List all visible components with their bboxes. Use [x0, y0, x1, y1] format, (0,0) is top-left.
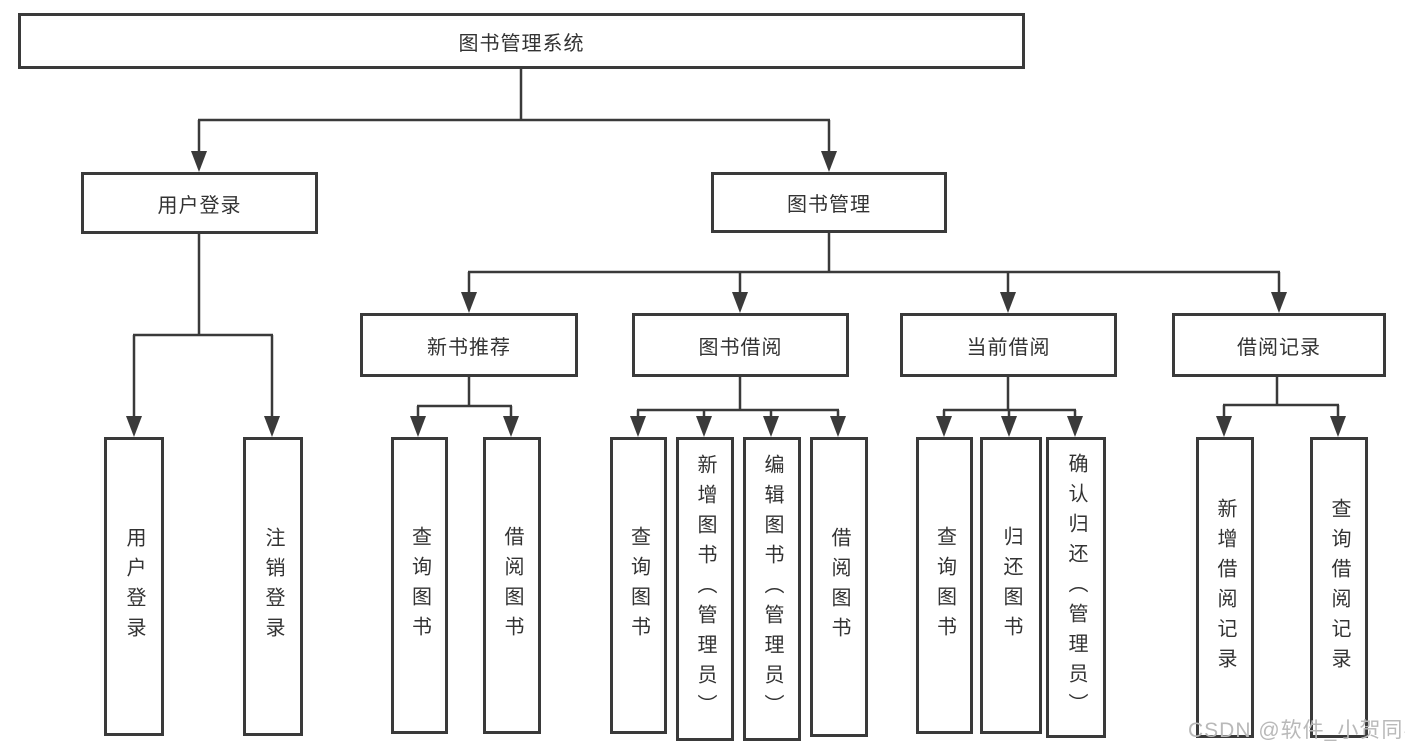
node-new-book-recommendation: 新书推荐 — [360, 313, 578, 377]
leaf-user-login: 用户登录 — [104, 437, 164, 736]
leaf-confirm-return-admin-label: 确认归还（管理员） — [1065, 452, 1087, 723]
leaf-query-books-borrow-label: 查询图书 — [627, 525, 650, 646]
leaf-return-books: 归还图书 — [980, 437, 1042, 734]
leaf-add-books-admin: 新增图书（管理员） — [676, 437, 734, 741]
leaf-query-books-recommend-label: 查询图书 — [408, 525, 431, 646]
node-current-borrowing: 当前借阅 — [900, 313, 1117, 377]
leaf-query-borrow-record-label: 查询借阅记录 — [1328, 497, 1350, 678]
leaf-query-books-recommend: 查询图书 — [391, 437, 448, 734]
csdn-watermark: CSDN @软件_小贺同学 — [1188, 719, 1405, 742]
leaf-add-borrow-record-label: 新增借阅记录 — [1214, 497, 1236, 678]
leaf-return-books-label: 归还图书 — [1000, 525, 1022, 646]
leaf-query-books-current: 查询图书 — [916, 437, 973, 734]
leaf-edit-books-admin: 编辑图书（管理员） — [743, 437, 801, 741]
leaf-borrow-books: 借阅图书 — [810, 437, 868, 737]
leaf-borrow-books-recommend: 借阅图书 — [483, 437, 541, 734]
leaf-logout: 注销登录 — [243, 437, 303, 736]
leaf-add-books-admin-label: 新增图书（管理员） — [694, 454, 716, 724]
arrowheads — [126, 151, 1346, 437]
leaf-user-login-label: 用户登录 — [123, 526, 145, 647]
leaf-query-books-borrow: 查询图书 — [610, 437, 667, 734]
leaf-borrow-books-recommend-label: 借阅图书 — [501, 525, 523, 646]
leaf-query-books-current-label: 查询图书 — [933, 525, 956, 646]
leaf-query-borrow-record: 查询借阅记录 — [1310, 437, 1368, 738]
node-library-management-system: 图书管理系统 — [18, 13, 1025, 69]
node-borrowing-records: 借阅记录 — [1172, 313, 1386, 377]
node-user-login: 用户登录 — [81, 172, 318, 234]
node-book-borrowing: 图书借阅 — [632, 313, 849, 377]
leaf-edit-books-admin-label: 编辑图书（管理员） — [761, 454, 783, 724]
leaf-borrow-books-label: 借阅图书 — [828, 527, 850, 647]
node-book-management: 图书管理 — [711, 172, 947, 233]
leaf-add-borrow-record: 新增借阅记录 — [1196, 437, 1254, 738]
leaf-confirm-return-admin: 确认归还（管理员） — [1046, 437, 1106, 738]
leaf-logout-label: 注销登录 — [262, 526, 284, 647]
